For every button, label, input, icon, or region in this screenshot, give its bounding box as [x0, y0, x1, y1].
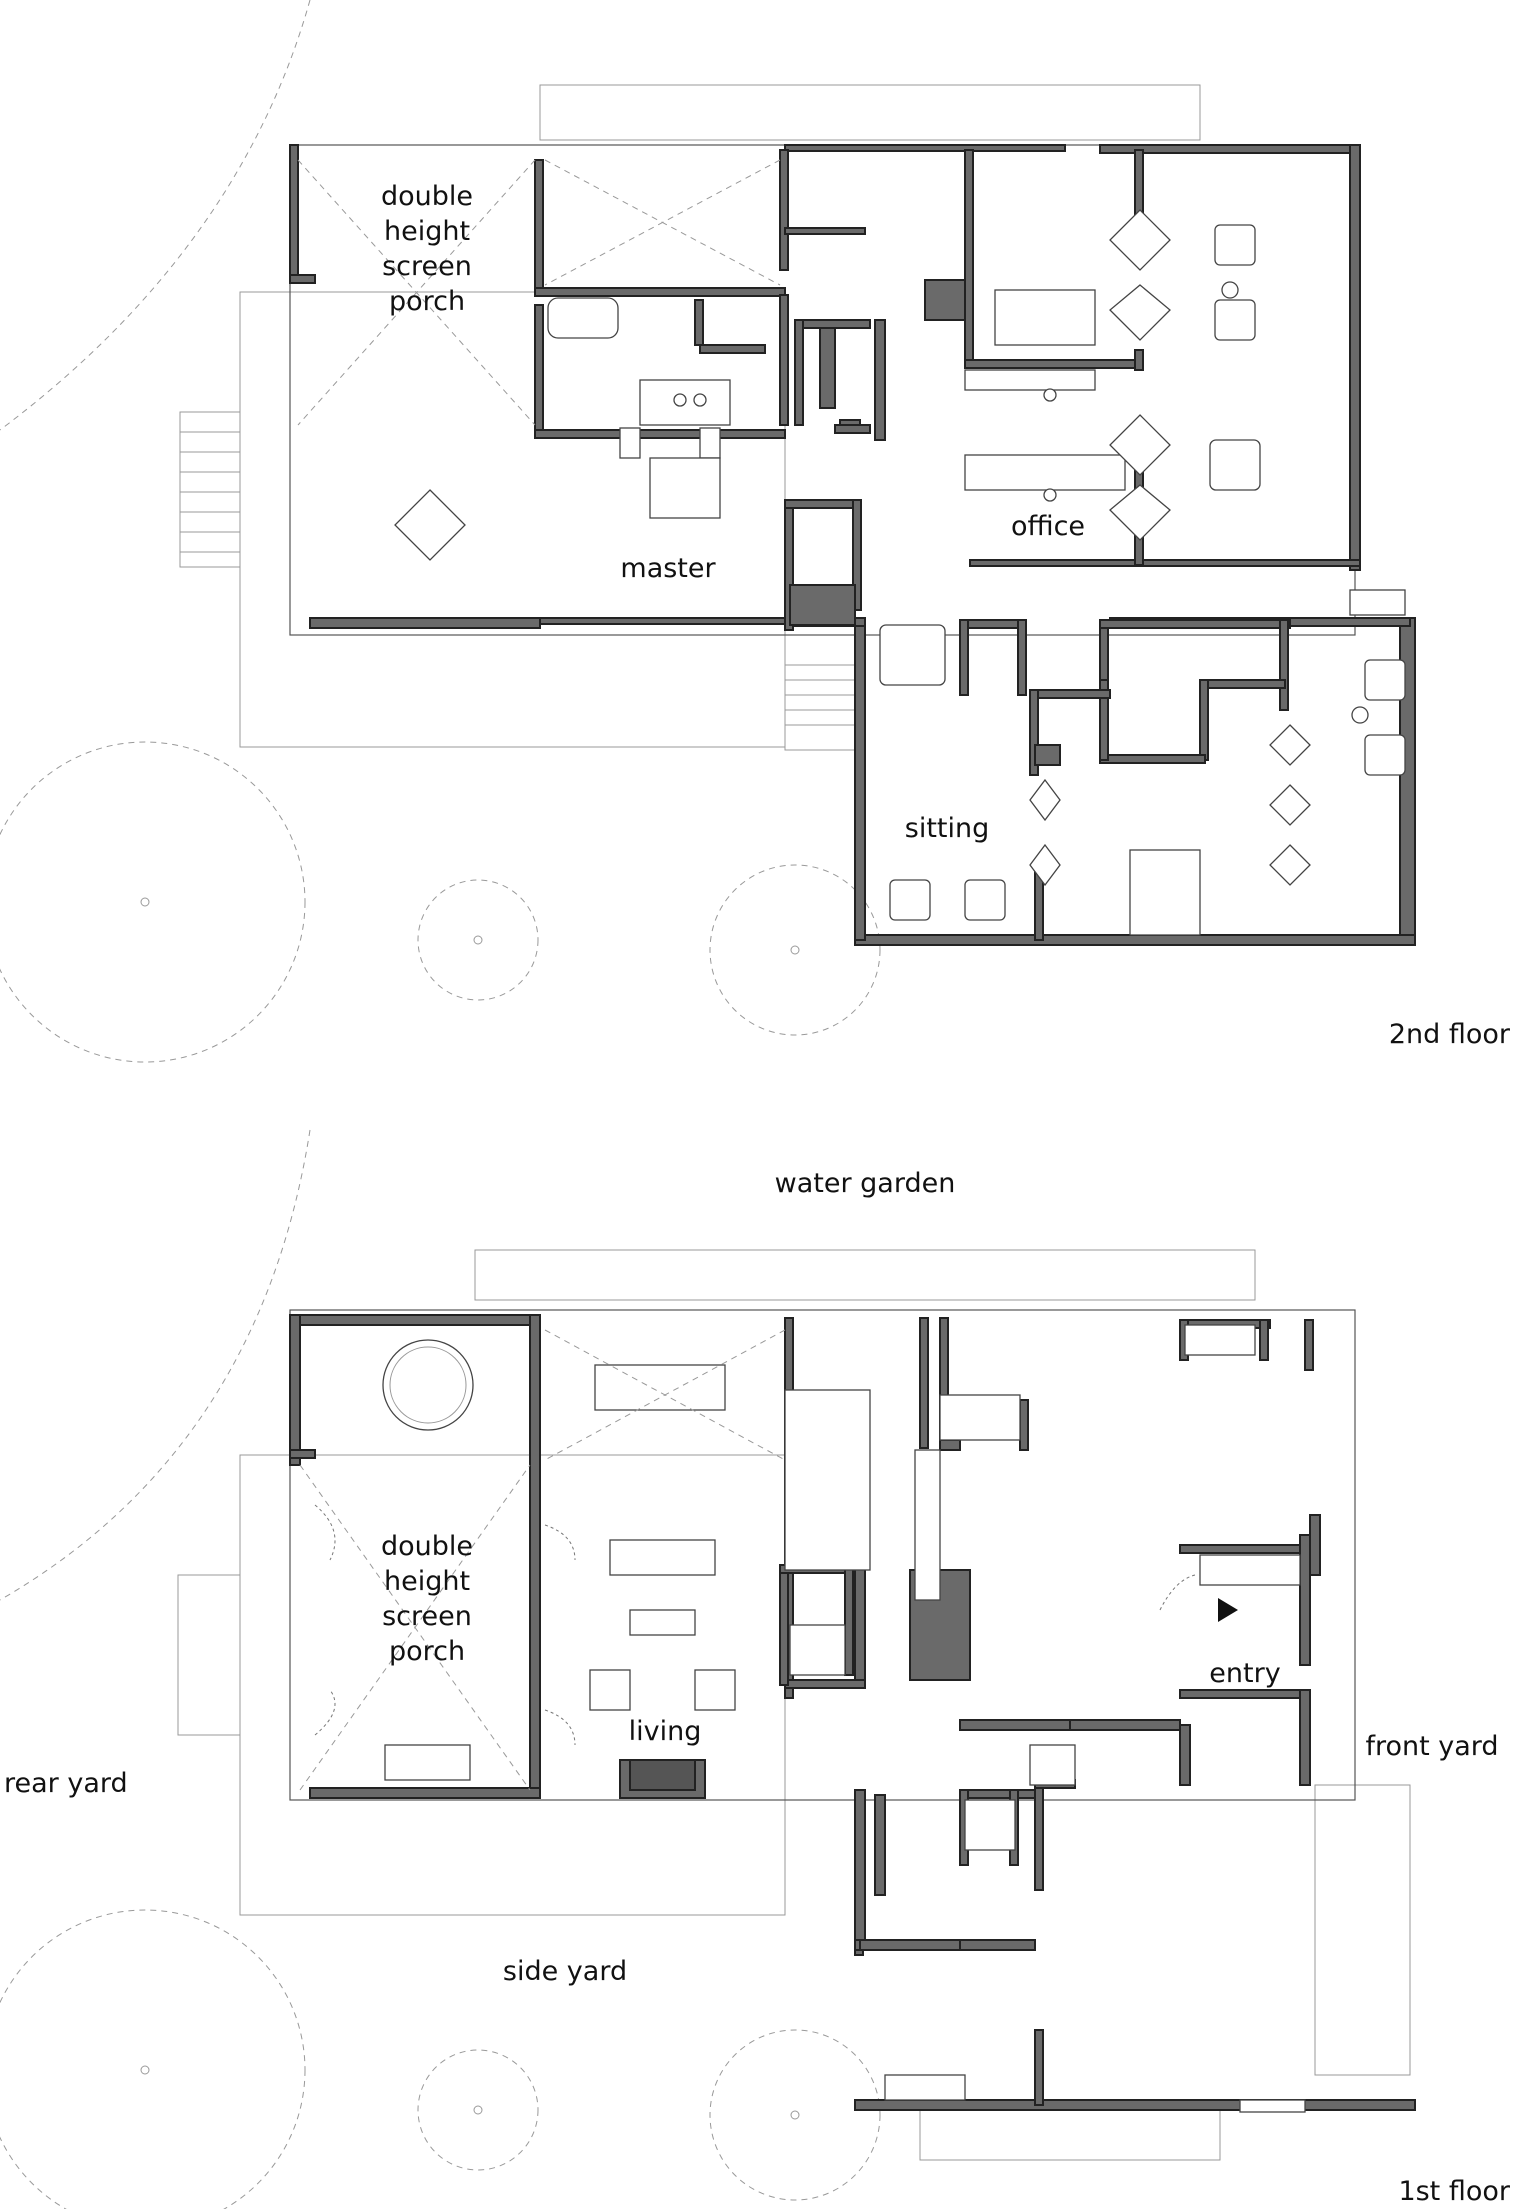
entry-arrow-icon	[1218, 1598, 1238, 1622]
room-label-line: screen	[382, 251, 472, 282]
tree-circle	[417, 2049, 539, 2171]
front-walk	[1314, 1784, 1411, 2076]
room-label-line: porch	[389, 286, 465, 317]
side-stair	[784, 664, 864, 751]
tree-trunk	[790, 2110, 800, 2120]
open-to-below-marks	[299, 1329, 786, 1791]
room-label-line: double	[381, 1531, 473, 1562]
room-label-line: height	[384, 216, 470, 247]
second-floor-plan	[0, 0, 1416, 1063]
tree-trunk	[473, 2105, 483, 2115]
tree-trunk	[790, 945, 800, 955]
room-label-porch-2nd: double height screen porch	[381, 181, 473, 317]
site-label-front-yard: front yard	[1365, 1731, 1498, 1762]
tree-circle	[0, 741, 306, 1063]
tree-circle	[417, 879, 539, 1001]
site-arc	[0, 0, 311, 431]
room-label-line: height	[384, 1566, 470, 1597]
room-label-sitting: sitting	[905, 813, 990, 844]
room-label-line: porch	[389, 1636, 465, 1667]
floor-label-1st: 1st floor	[1398, 2176, 1510, 2207]
tree-circle	[709, 864, 881, 1036]
first-floor-plan	[0, 1129, 1416, 2209]
site-label-water-garden: water garden	[775, 1168, 956, 1199]
exterior-stair	[177, 1574, 241, 1736]
floor-label-2nd: 2nd floor	[1389, 1019, 1511, 1050]
exterior-stair-treads	[180, 431, 240, 553]
deck-outline	[239, 291, 786, 748]
room-label-entry: entry	[1209, 1658, 1280, 1689]
tree-circle	[709, 2029, 881, 2201]
tree-circle	[0, 1909, 306, 2209]
first-floor-fixtures	[382, 1324, 1306, 2113]
terrace-outline	[474, 1249, 1256, 1301]
room-label-living: living	[629, 1716, 702, 1747]
tree-trunk	[140, 2065, 150, 2075]
room-label-line: double	[381, 181, 473, 212]
planter-outline	[919, 2109, 1221, 2161]
first-floor-outline	[289, 1309, 1356, 1801]
open-to-below-marks	[297, 159, 781, 426]
room-label-office: office	[1011, 511, 1085, 542]
site-label-rear-yard: rear yard	[4, 1768, 128, 1799]
room-labels: double height screen porch master office…	[4, 181, 1511, 2207]
tree-trunk	[140, 897, 150, 907]
second-floor-fixtures	[394, 209, 1406, 936]
exterior-stair	[179, 411, 241, 568]
site-label-side-yard: side yard	[503, 1956, 627, 1987]
tree-trunk	[473, 935, 483, 945]
site-arc	[0, 1129, 311, 1601]
roof-outline	[539, 84, 1201, 141]
doors	[314, 1504, 1196, 1746]
room-label-master: master	[620, 553, 716, 584]
room-label-line: screen	[382, 1601, 472, 1632]
interior-walls	[534, 149, 1291, 941]
room-label-porch-1st: double height screen porch	[381, 1531, 473, 1667]
